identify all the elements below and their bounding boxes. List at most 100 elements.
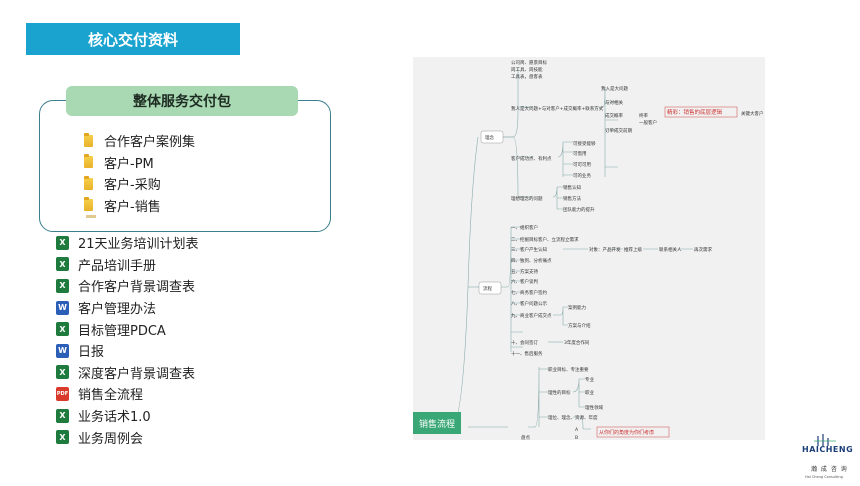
mm-text: 理性领域 (585, 404, 603, 411)
mm-text: 理想理念的问题 (511, 195, 543, 202)
excel-icon: X (56, 365, 69, 380)
file-item[interactable]: X 业务话术1.0 (56, 405, 199, 427)
mm-text: 与对相关 (605, 99, 623, 106)
mm-text: 五、方案支持 (511, 268, 538, 275)
logo-mark-icon (814, 434, 836, 446)
mm-text: 推荐上级 (624, 246, 642, 253)
file-item[interactable]: X 业务周例会 (56, 426, 199, 448)
mm-text: 职业 (585, 389, 594, 396)
mm-text: 可可可用 (573, 162, 591, 168)
folder-icon-partial (86, 215, 96, 218)
mm-text: 七、商务客户签约 (511, 289, 547, 296)
mm-text: 我人是大问题+与对客户+成交概率+联系方式 (511, 105, 604, 112)
mm-text: 可的业务 (573, 172, 591, 179)
mm-text: 六、客户谈判 (511, 278, 538, 285)
mm-text: 工具表，盘客表 (511, 73, 543, 80)
file-label: 客户管理办法 (78, 302, 157, 318)
mm-text: 二、挖掘目标客户、立流程立需求 (511, 236, 579, 243)
file-label: 深度客户背景调查表 (78, 366, 196, 382)
mm-text: 一、组织客户 (511, 224, 538, 231)
mindmap-svg: 公司简、愿景目标 岗工具、岗技能 工具表，盘客表 理念 我人是大问题+与对客户+… (450, 59, 764, 440)
mm-text: 联系相关人 (659, 246, 682, 253)
mm-text: 十一、售后服务 (511, 350, 543, 357)
mm-text: 专业 (585, 376, 594, 383)
mm-text: 团队能力的提升 (563, 206, 595, 213)
mm-text: 我入是大问题 (601, 85, 628, 92)
word-icon: W (56, 343, 69, 358)
pdf-icon: PDF (56, 386, 69, 401)
folder-item[interactable]: 客户-采购 (84, 173, 195, 195)
file-label: 目标管理PDCA (78, 323, 166, 339)
mm-text: 岗工具、岗技能 (511, 66, 543, 73)
folder-label: 客户-采购 (104, 178, 161, 194)
mm-text: 十、会同签订 (511, 339, 538, 346)
file-label: 日报 (78, 345, 105, 361)
folder-item[interactable]: 客户-PM (84, 152, 195, 174)
mm-text: 再次需求 (694, 246, 712, 253)
folder-item[interactable]: 客户-销售 (84, 195, 195, 217)
mindmap-root-label: 销售流程 (419, 419, 456, 430)
folder-icon (84, 197, 93, 212)
mm-text: 对象：产品开发 (589, 246, 621, 253)
section-title: 核心交付资料 (87, 30, 178, 49)
file-label: 业务话术1.0 (78, 410, 151, 426)
mm-text: 终率 (639, 112, 648, 119)
mm-text: 从你们的角度为你们考虑 (599, 429, 654, 436)
excel-icon: X (56, 430, 69, 445)
mm-text: 方案与介绍 (568, 322, 591, 329)
mm-text: 公司简、愿景目标 (511, 59, 547, 66)
file-label: 21天业务培训计划表 (78, 237, 199, 253)
logo-en-text: Hai Cheng Consulting (805, 475, 843, 479)
file-item[interactable]: PDF 销售全流程 (56, 383, 199, 405)
mm-text: 三、客户产生认知 (511, 246, 547, 253)
folder-icon (84, 132, 93, 147)
word-icon: W (56, 300, 69, 315)
mm-text: 可接受能够 (573, 140, 596, 147)
mm-text: 可借用 (573, 150, 587, 157)
mm-text: 成交概率 (605, 112, 623, 119)
mm-text: 关键大客户 (741, 110, 764, 117)
package-title: 整体服务交付包 (66, 86, 298, 116)
mindmap-root-node: 销售流程 (413, 412, 462, 434)
folder-label: 合作客户案例集 (104, 135, 196, 151)
folder-label: 客户-销售 (104, 199, 161, 215)
folder-icon (84, 154, 93, 169)
mm-text: 精彩：销售的底层逻辑 (667, 108, 723, 116)
excel-icon: X (56, 257, 69, 272)
mm-text: B (575, 435, 578, 440)
mm-text: 四、独到、分析痛点 (511, 257, 552, 264)
folder-item[interactable]: 合作客户案例集 (84, 130, 195, 152)
mm-text: 客户成功点、有利点 (511, 155, 552, 162)
mm-text: 一般客户 (639, 119, 657, 126)
file-item[interactable]: X 深度客户背景调查表 (56, 362, 199, 384)
file-item[interactable]: X 目标管理PDCA (56, 318, 199, 340)
mm-branch: 理念 (485, 134, 494, 141)
mm-text: 销售认知 (563, 184, 581, 191)
mm-text: 理性的目标 (548, 389, 571, 396)
mm-branch: 流程 (483, 285, 492, 292)
file-item[interactable]: X 合作客户背景调查表 (56, 275, 199, 297)
mindmap-image: 公司简、愿景目标 岗工具、岗技能 工具表，盘客表 理念 我人是大问题+与对客户+… (413, 57, 765, 440)
file-label: 产品培训手册 (78, 258, 157, 274)
file-item[interactable]: W 日报 (56, 340, 199, 362)
mm-branch: 盘点 (521, 434, 530, 440)
mm-text: A (575, 427, 579, 433)
file-item[interactable]: W 客户管理办法 (56, 297, 199, 319)
excel-icon: X (56, 408, 69, 423)
file-label: 业务周例会 (78, 431, 144, 447)
excel-icon: X (56, 322, 69, 337)
mm-text: 八、客户问题公示 (511, 300, 547, 307)
package-title-text: 整体服务交付包 (133, 94, 231, 110)
mm-text: 订单成交前期 (605, 127, 632, 134)
file-item[interactable]: X 产品培训手册 (56, 254, 199, 276)
mm-text: 3年度合作同 (564, 339, 590, 346)
file-label: 合作客户背景调查表 (78, 280, 196, 296)
mm-text: 案例能力 (568, 304, 586, 311)
excel-icon: X (56, 278, 69, 293)
file-label: 销售全流程 (78, 388, 144, 404)
logo-cn-text: 瀚 成 咨 询 (811, 466, 848, 473)
logo-text: HAICHENG (802, 445, 854, 454)
mm-text: 九、商业客户成交点 (511, 312, 552, 319)
